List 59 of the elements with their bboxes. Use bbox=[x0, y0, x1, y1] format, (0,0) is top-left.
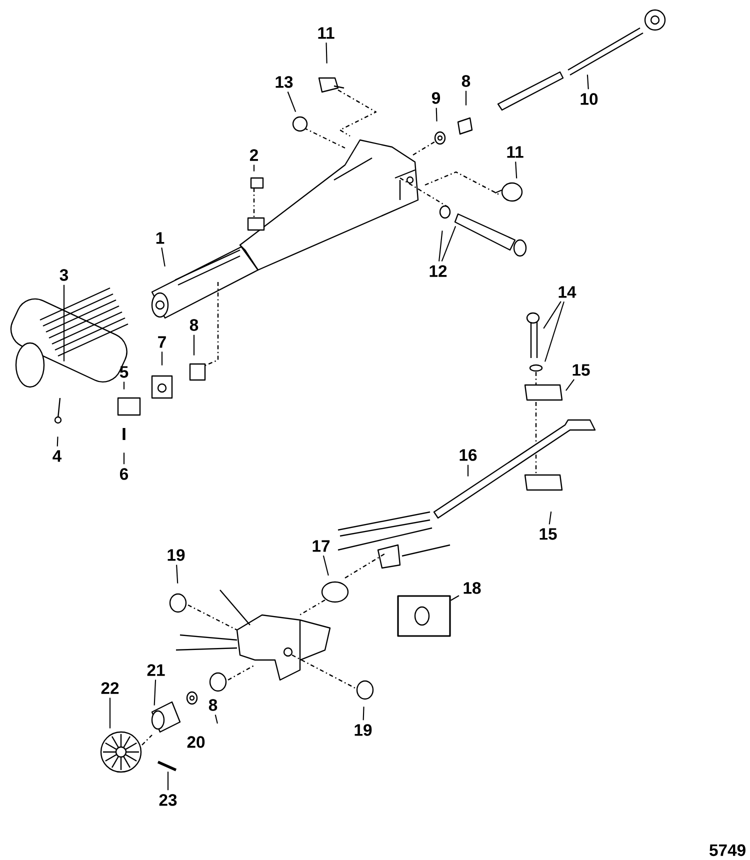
callout-number: 1 bbox=[156, 232, 164, 244]
callout-number: 23 bbox=[159, 794, 177, 806]
callout-number: 20 bbox=[187, 736, 205, 748]
leader-line bbox=[167, 772, 169, 790]
leader-line bbox=[326, 42, 328, 64]
leader-line bbox=[467, 464, 469, 476]
callout-number: 21 bbox=[147, 664, 165, 676]
callout-number: 16 bbox=[460, 449, 477, 461]
leader-line bbox=[193, 334, 195, 356]
callout-number: 6 bbox=[120, 468, 128, 480]
leader-line bbox=[56, 436, 58, 446]
leader-line bbox=[123, 382, 125, 390]
leader-line bbox=[566, 379, 574, 391]
figure-number: 5749 bbox=[710, 844, 746, 856]
leader-line bbox=[161, 352, 163, 366]
leader-line bbox=[154, 680, 156, 706]
callout-number: 5 bbox=[120, 366, 128, 378]
callout-number: 19 bbox=[168, 549, 185, 561]
callout-number: 19 bbox=[354, 724, 372, 736]
callout-number: 3 bbox=[60, 269, 68, 281]
callout-number: 11 bbox=[507, 146, 524, 158]
callout-number: 15 bbox=[572, 364, 590, 376]
part-box bbox=[397, 595, 451, 637]
callout-number: 13 bbox=[276, 76, 293, 88]
callout-number: 12 bbox=[430, 265, 447, 277]
callout-number: 17 bbox=[312, 540, 330, 552]
leader-line bbox=[362, 706, 364, 720]
callout-number: 8 bbox=[208, 699, 218, 711]
leader-line bbox=[214, 714, 218, 724]
leader-line bbox=[176, 564, 178, 584]
leader-line bbox=[322, 556, 329, 576]
callout-number: 10 bbox=[580, 93, 598, 105]
leader-line bbox=[161, 248, 166, 267]
leader-line bbox=[109, 698, 111, 728]
callout-number: 11 bbox=[318, 27, 334, 39]
callout-number: 8 bbox=[190, 319, 198, 331]
leader-line bbox=[515, 162, 518, 178]
callout-number: 22 bbox=[101, 682, 119, 694]
leader-line bbox=[441, 226, 456, 262]
leader-line bbox=[123, 452, 125, 464]
leader-line bbox=[287, 92, 296, 112]
leader-line bbox=[438, 230, 443, 262]
leader-line bbox=[543, 301, 562, 329]
leader-line bbox=[465, 90, 467, 106]
callout-number: 7 bbox=[158, 336, 166, 348]
callout-number: 4 bbox=[52, 450, 62, 462]
callout-number: 14 bbox=[558, 286, 576, 298]
callout-number: 15 bbox=[540, 528, 557, 540]
leader-line bbox=[436, 108, 438, 122]
callout-number: 8 bbox=[462, 75, 470, 87]
leader-line bbox=[548, 512, 552, 524]
leader-line bbox=[63, 284, 65, 362]
leader-line bbox=[586, 74, 589, 90]
callout-number: 9 bbox=[432, 92, 440, 104]
leader-line bbox=[253, 164, 255, 172]
callout-number: 18 bbox=[464, 582, 481, 594]
leader-line bbox=[450, 595, 460, 601]
leader-line bbox=[544, 301, 564, 362]
callout-number: 2 bbox=[250, 149, 258, 161]
